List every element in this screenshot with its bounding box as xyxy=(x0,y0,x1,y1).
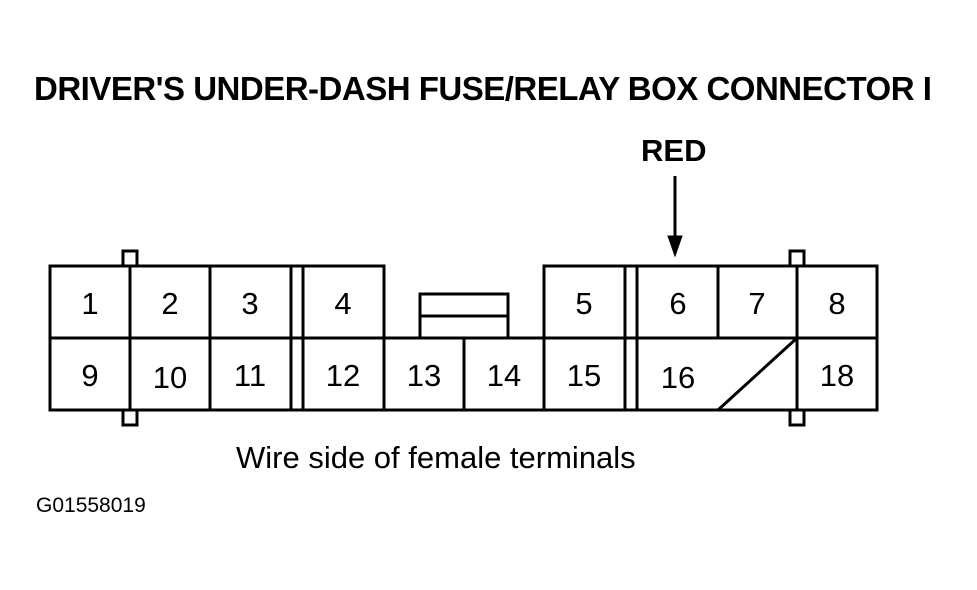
diagram-caption: Wire side of female terminals xyxy=(236,440,636,475)
figure-id: G01558019 xyxy=(36,494,146,517)
terminal-11: 11 xyxy=(234,358,266,393)
terminal-13: 13 xyxy=(407,358,441,393)
guide-key-top-right xyxy=(788,249,806,268)
guide-key-bottom-left xyxy=(121,408,139,427)
terminal-14: 14 xyxy=(487,358,521,393)
terminal-2: 2 xyxy=(161,286,178,321)
terminal-9: 9 xyxy=(81,358,98,393)
terminal-10: 10 xyxy=(153,360,187,395)
terminal-1: 1 xyxy=(81,286,98,321)
terminal-16: 16 xyxy=(661,360,695,395)
terminal-5: 5 xyxy=(575,286,592,321)
terminal-4: 4 xyxy=(334,286,351,321)
terminal-15: 15 xyxy=(567,358,601,393)
empty-cavity-mark xyxy=(716,336,799,412)
terminal-8: 8 xyxy=(828,286,845,321)
terminal-3: 3 xyxy=(241,286,258,321)
diagram-title: DRIVER'S UNDER-DASH FUSE/RELAY BOX CONNE… xyxy=(34,70,932,107)
terminal-12: 12 xyxy=(326,358,360,393)
guide-key-top-left xyxy=(121,249,139,268)
terminal-18: 18 xyxy=(820,358,854,393)
guide-key-bottom-right xyxy=(788,408,806,427)
terminal-6: 6 xyxy=(669,286,686,321)
wire-color-label: RED xyxy=(641,133,707,168)
terminal-7: 7 xyxy=(748,286,765,321)
wire-pointer-arrowhead xyxy=(667,235,683,258)
